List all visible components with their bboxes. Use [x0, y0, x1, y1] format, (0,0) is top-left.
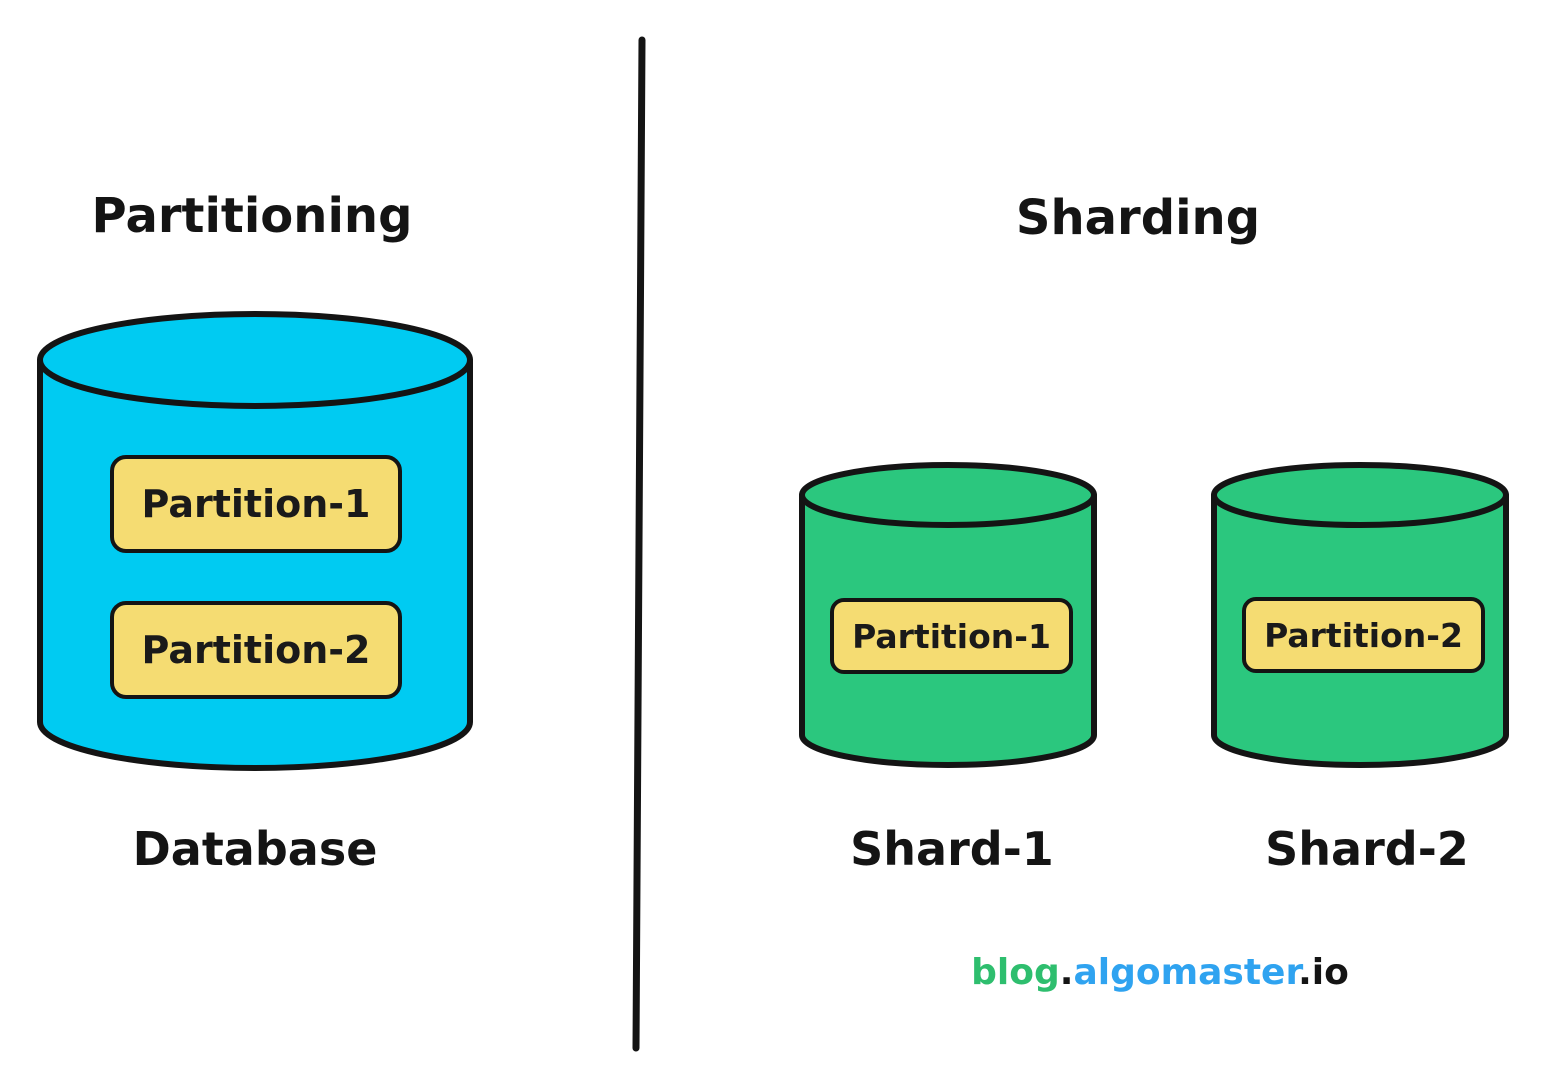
brand-footer: blog.algomaster.io — [960, 952, 1360, 993]
shard-1-partition-label: Partition-1 — [852, 616, 1051, 656]
shard-1-partition-box: Partition-1 — [830, 598, 1073, 674]
shard-2-cylinder-rim — [1211, 492, 1509, 528]
shard-2-caption: Shard-2 — [1265, 822, 1469, 876]
brand-io: io — [1311, 952, 1349, 993]
shard-1-caption: Shard-1 — [850, 822, 1054, 876]
partition-2-box: Partition-2 — [110, 601, 402, 699]
shard-1-cylinder-rim — [799, 492, 1097, 528]
brand-algomaster: algomaster — [1073, 952, 1299, 993]
partitioning-title: Partitioning — [91, 188, 413, 244]
brand-dot-1: . — [1059, 952, 1074, 993]
database-caption: Database — [132, 822, 378, 876]
partition-2-box-label: Partition-2 — [141, 628, 371, 672]
shard-2-partition-label: Partition-2 — [1264, 615, 1463, 655]
partition-1-box-label: Partition-1 — [141, 482, 371, 526]
sharding-title: Sharding — [1015, 190, 1261, 246]
partition-1-box: Partition-1 — [110, 455, 402, 553]
brand-blog: blog — [971, 952, 1060, 993]
brand-dot-2: . — [1298, 952, 1312, 993]
shard-2-partition-box: Partition-2 — [1242, 597, 1485, 673]
database-cylinder-rim — [37, 357, 473, 409]
divider-line — [632, 36, 646, 1052]
